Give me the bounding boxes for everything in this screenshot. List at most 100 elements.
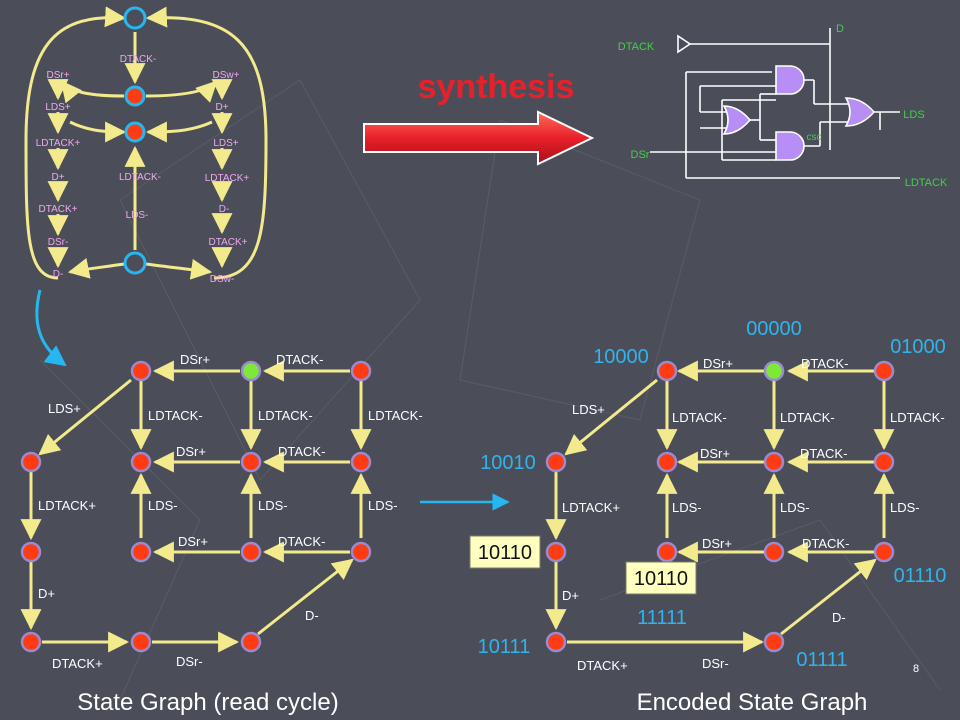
esg-label-lds-minus-1: LDS-	[672, 500, 702, 515]
esg-state	[656, 541, 678, 563]
stg-label-left-4: DTACK+	[39, 204, 78, 215]
stg-label-left-6: D-	[53, 269, 64, 280]
sg-label-dsr-minus: DSr-	[176, 654, 203, 669]
encoded-graph-title: Encoded State Graph	[637, 689, 868, 716]
stg-place-marked-2	[124, 121, 146, 143]
esg-state	[545, 451, 567, 473]
sg-label-dsr-plus-top: DSr+	[180, 352, 210, 367]
esg-label-lds-minus-3: LDS-	[890, 500, 920, 515]
sg-label-dtack-plus: DTACK+	[52, 656, 103, 671]
circuit-label-csc: csc	[807, 132, 822, 143]
sg-label-ldtack-minus-3: LDTACK-	[368, 408, 423, 423]
code-10000: 10000	[593, 346, 649, 368]
stg-label-right-5: DTACK+	[209, 237, 248, 248]
and-gate-top	[775, 65, 805, 95]
sg-label-lds-minus-1: LDS-	[148, 498, 178, 513]
esg-label-dsr-plus-top: DSr+	[703, 356, 733, 371]
sg-state	[130, 451, 152, 473]
sg-label-dsr-plus-mid: DSr+	[176, 444, 206, 459]
stg-place-top	[123, 6, 147, 30]
circuit-label-dtack: DTACK	[618, 41, 655, 53]
code-10110-mid: 10110	[634, 568, 688, 590]
circuit-label-d: D	[836, 23, 844, 35]
circuit-label-ldtack: LDTACK	[905, 177, 948, 189]
sg-state	[240, 541, 262, 563]
sg-state	[240, 631, 262, 653]
stg-label-mid-2: LDS-	[126, 210, 149, 221]
sg-state	[20, 541, 42, 563]
sg-state	[20, 451, 42, 473]
sg-label-dtack-minus-top: DTACK-	[276, 352, 323, 367]
esg-state	[763, 541, 785, 563]
stg-label-right-2: LDS+	[213, 138, 238, 149]
esg-label-dsr-minus: DSr-	[702, 656, 729, 671]
sg-label-ldtack-plus: LDTACK+	[38, 498, 96, 513]
esg-label-dtack-minus-mid: DTACK-	[800, 446, 847, 461]
esg-label-ldtack-minus-3: LDTACK-	[890, 410, 945, 425]
stg-label-mid-0: DTACK-	[120, 54, 156, 65]
sg-state	[350, 541, 372, 563]
stg-label-mid-1: LDTACK-	[119, 172, 161, 183]
esg-label-lds-plus: LDS+	[572, 402, 605, 417]
sg-label-lds-plus: LDS+	[48, 401, 81, 416]
stg-place-marked-1	[124, 85, 146, 107]
code-11111: 11111	[637, 607, 687, 629]
esg-label-ldtack-plus: LDTACK+	[562, 500, 620, 515]
sg-state-initial	[240, 360, 262, 382]
slide-number: 8	[913, 663, 919, 675]
code-01110: 01110	[894, 565, 947, 587]
sg-label-dtack-minus-mid: DTACK-	[278, 444, 325, 459]
encoded-state-graph: DSr+ DTACK- LDS+ LDTACK- LDTACK- LDTACK-…	[469, 318, 947, 716]
stg-label-left-5: DSr-	[48, 237, 69, 248]
code-10111: 10111	[478, 636, 531, 658]
stg-label-right-0: DSw+	[213, 70, 240, 81]
esg-state	[763, 631, 785, 653]
esg-label-d-minus: D-	[832, 610, 846, 625]
esg-label-lds-minus-2: LDS-	[780, 500, 810, 515]
sg-state	[130, 631, 152, 653]
sg-label-lds-minus-3: LDS-	[368, 498, 398, 513]
circuit-label-dsr: DSr	[631, 149, 650, 161]
code-01000: 01000	[890, 336, 946, 358]
sg-state	[350, 360, 372, 382]
circuit: D DTACK LDS csc DSr LDTACK	[618, 23, 948, 189]
esg-state	[873, 541, 895, 563]
esg-label-dtack-minus-low: DTACK-	[802, 536, 849, 551]
esg-state	[545, 541, 567, 563]
synthesis-label: synthesis	[418, 68, 575, 106]
stg-label-left-1: LDS+	[45, 102, 70, 113]
esg-state	[545, 631, 567, 653]
esg-label-dsr-plus-low: DSr+	[702, 536, 732, 551]
stg-label-right-6: DSw-	[210, 274, 234, 285]
code-10110-left: 10110	[478, 542, 532, 564]
code-00000: 00000	[746, 318, 802, 340]
background-texture	[39, 79, 941, 701]
sg-label-ldtack-minus-2: LDTACK-	[258, 408, 313, 423]
stg-label-left-0: DSr+	[46, 70, 69, 81]
stg-label-left-3: D+	[51, 172, 64, 183]
esg-label-ldtack-minus-1: LDTACK-	[672, 410, 727, 425]
stg-petri-net: DSr+ LDS+ LDTACK+ D+ DTACK+ DSr- D- DTAC…	[24, 6, 268, 285]
state-graph-title: State Graph (read cycle)	[77, 689, 338, 716]
or-gate-left	[722, 105, 752, 135]
sg-state	[130, 360, 152, 382]
sg-label-d-minus: D-	[305, 608, 319, 623]
and-gate-bottom	[775, 131, 805, 161]
esg-state	[873, 451, 895, 473]
esg-label-ldtack-minus-2: LDTACK-	[780, 410, 835, 425]
stg-label-right-4: D-	[219, 204, 230, 215]
sg-state	[130, 541, 152, 563]
csc-highlight-left	[469, 535, 541, 569]
sg-label-dtack-minus-low: DTACK-	[278, 534, 325, 549]
or-gate-right	[844, 97, 876, 127]
stg-place-bottom	[123, 251, 147, 275]
esg-label-dtack-plus: DTACK+	[577, 658, 628, 673]
sg-state	[240, 451, 262, 473]
state-graph: DSr+ DTACK- LDS+ LDTACK- LDTACK- LDTACK-…	[20, 352, 423, 716]
code-01111: 01111	[796, 649, 847, 671]
esg-state	[656, 451, 678, 473]
sg-state	[20, 631, 42, 653]
stg-label-right-1: D+	[215, 102, 228, 113]
esg-label-d-plus: D+	[562, 588, 579, 603]
